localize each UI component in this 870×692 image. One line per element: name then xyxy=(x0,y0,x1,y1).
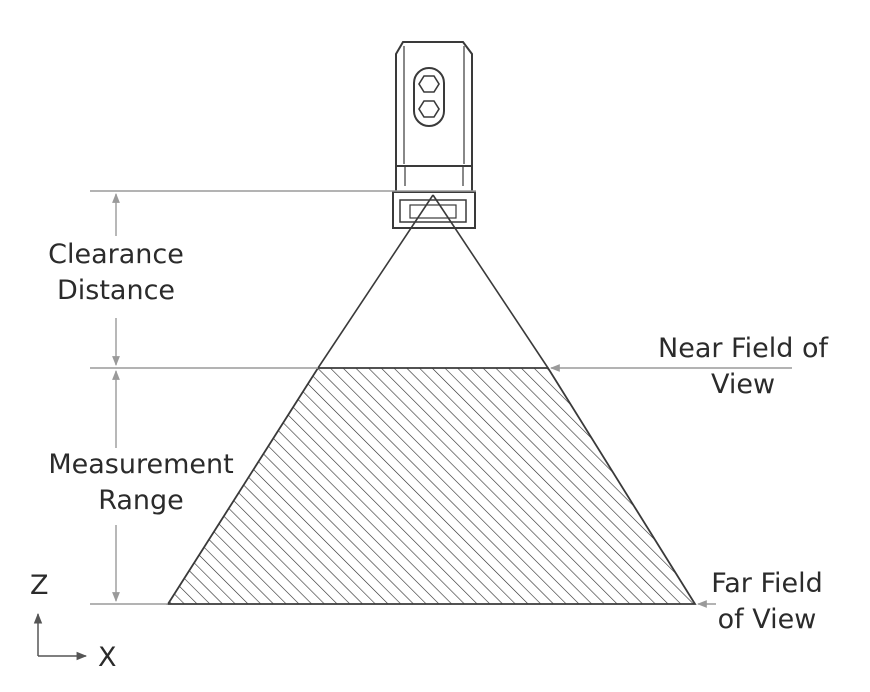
z-axis-label: Z xyxy=(30,570,49,601)
mounting-hole-lower-icon xyxy=(418,100,440,118)
axis-indicator xyxy=(33,612,88,661)
far-field-label-line1: Far Field xyxy=(711,568,823,599)
clearance-label-line2: Distance xyxy=(56,275,176,306)
sensor-window xyxy=(392,191,476,229)
sensor-head xyxy=(395,165,473,193)
sensor-device xyxy=(392,41,476,229)
clearance-label-line1: Clearance xyxy=(48,239,184,270)
near-field-label-line1: Near Field of xyxy=(658,333,828,364)
near-field-label-line2: View xyxy=(710,369,776,400)
mounting-hole-upper-icon xyxy=(418,75,440,93)
near-field-of-view-label: Near Field of View xyxy=(642,331,844,403)
clearance-distance-label: Clearance Distance xyxy=(30,237,202,309)
measurement-label-line2: Range xyxy=(98,485,184,516)
measurement-label-line1: Measurement xyxy=(48,449,234,480)
measurement-range-area xyxy=(166,367,697,605)
clearance-cone xyxy=(317,194,549,369)
x-axis-label: X xyxy=(98,642,117,673)
dimension-lines xyxy=(90,190,792,608)
far-field-label-line2: of View xyxy=(717,604,817,635)
far-field-of-view-label: Far Field of View xyxy=(692,566,842,638)
measurement-range-label: Measurement Range xyxy=(30,447,252,519)
